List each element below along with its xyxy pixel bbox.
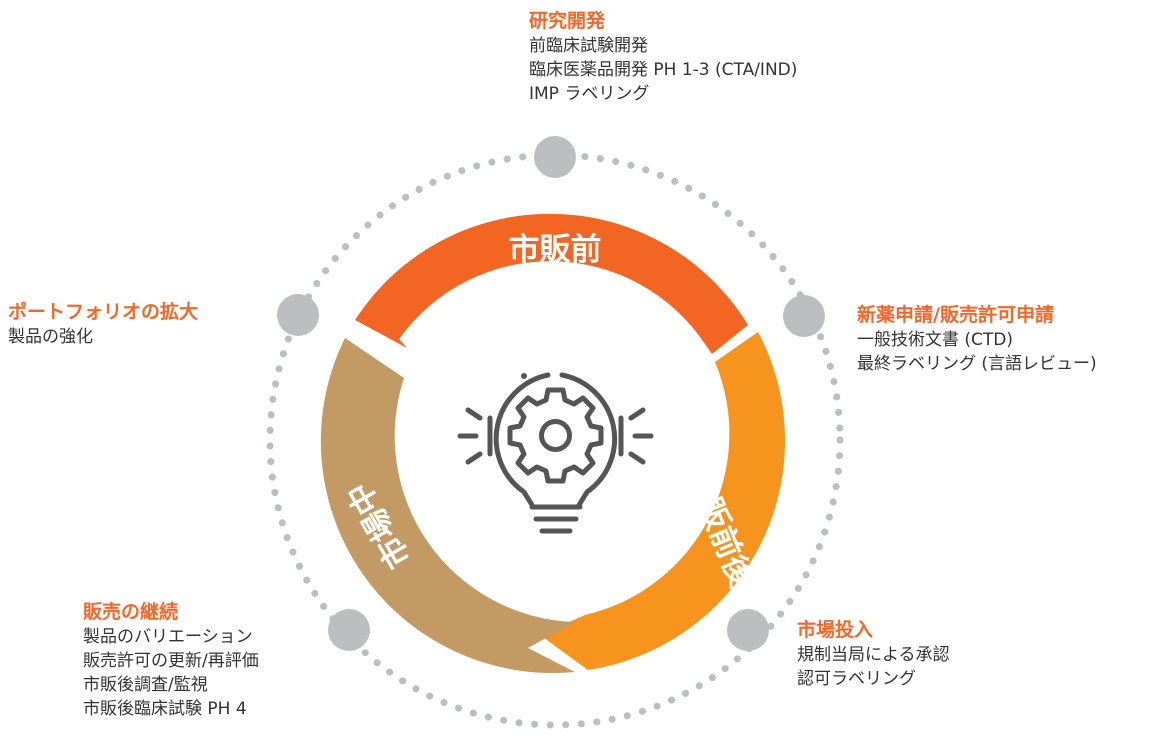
annotation-rnd-line: IMP ラベリング — [529, 84, 650, 104]
annotation-submission-title: 新薬申請/販売許可申請 — [857, 304, 1054, 326]
annotation-portfolio-line: 製品の強化 — [8, 327, 93, 347]
annotation-continuation-line: 販売許可の更新/再評価 — [83, 651, 259, 671]
milestone-dot-rnd — [534, 136, 576, 178]
segment-post-market — [540, 332, 786, 670]
annotation-launch-line: 規制当局による承認 — [797, 645, 950, 665]
annotation-launch-line: 認可ラベリング — [797, 669, 916, 689]
milestone-dot-continuation — [328, 609, 370, 651]
annotation-launch: 市場投入 規制当局による承認 認可ラベリング — [797, 621, 950, 688]
annotation-rnd-line: 臨床医薬品開発 PH 1-3 (CTA/IND) — [529, 60, 798, 80]
milestone-dot-portfolio — [277, 294, 319, 336]
annotation-portfolio: ポートフォリオの拡大 製品の強化 — [8, 303, 198, 346]
segment-pre-market — [355, 213, 748, 354]
milestone-dot-launch — [727, 609, 769, 651]
annotation-launch-title: 市場投入 — [797, 619, 874, 641]
annotation-portfolio-title: ポートフォリオの拡大 — [8, 301, 199, 323]
annotation-continuation-line: 製品のバリエーション — [83, 627, 253, 647]
annotation-rnd-line: 前臨床試験開発 — [529, 36, 648, 56]
lightbulb-gear-icon — [457, 372, 654, 534]
annotation-rnd: 研究開発 前臨床試験開発 臨床医薬品開発 PH 1-3 (CTA/IND) IM… — [529, 12, 797, 103]
annotation-submission-line: 一般技術文書 (CTD) — [857, 330, 1014, 350]
segment-on-market — [320, 338, 575, 674]
annotation-submission: 新薬申請/販売許可申請 一般技術文書 (CTD) 最終ラベリング (言語レビュー… — [857, 306, 1097, 373]
annotation-rnd-title: 研究開発 — [529, 10, 606, 32]
milestone-dot-submission — [783, 295, 825, 337]
annotation-continuation-title: 販売の継続 — [83, 601, 179, 623]
annotation-submission-line: 最終ラベリング (言語レビュー) — [857, 354, 1097, 374]
segment-label-pre-market: 市販前 — [509, 232, 602, 268]
annotation-continuation: 販売の継続 製品のバリエーション 販売許可の更新/再評価 市販後調査/監視 市販… — [83, 603, 259, 718]
annotation-continuation-line: 市販後調査/監視 — [83, 675, 208, 695]
annotation-continuation-line: 市販後臨床試験 PH 4 — [83, 699, 247, 719]
